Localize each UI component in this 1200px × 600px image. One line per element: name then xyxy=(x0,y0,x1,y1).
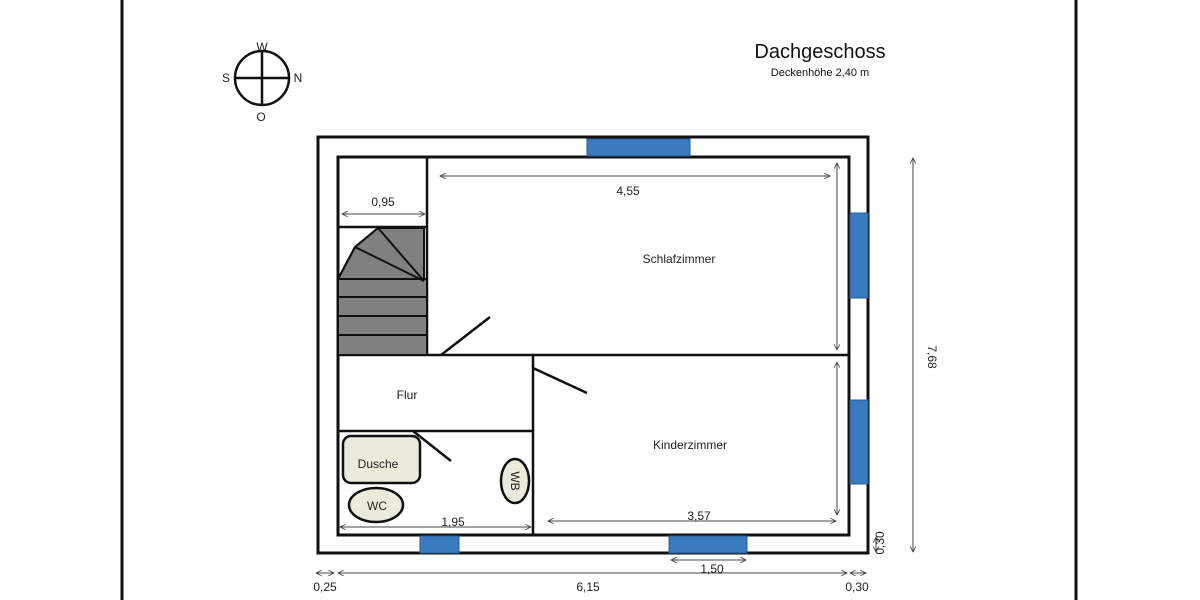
toilet xyxy=(347,486,405,524)
dimension-lines xyxy=(316,158,913,573)
ceiling-height: Deckenhöhe 2,40 m xyxy=(771,67,869,79)
window-top xyxy=(586,138,691,157)
door-bath xyxy=(412,430,452,462)
compass-east: O xyxy=(256,110,265,124)
outer-wall xyxy=(316,135,870,555)
door-kids-room xyxy=(532,366,588,395)
door-bedroom xyxy=(440,316,491,356)
dim-window-width: 1,50 xyxy=(700,562,724,576)
dim-total-depth: 7,68 xyxy=(925,345,939,369)
shower xyxy=(341,434,422,485)
compass-icon: W S N O xyxy=(222,40,302,124)
room-kids: Kinderzimmer xyxy=(653,438,727,452)
dim-total-width: 6,15 xyxy=(576,580,600,594)
window-right-2 xyxy=(849,399,869,485)
room-hall: Flur xyxy=(397,388,418,402)
dim-bath-width: 1,95 xyxy=(441,515,465,529)
dim-left-wall: 0,25 xyxy=(313,580,337,594)
shower-label: Dusche xyxy=(358,457,399,471)
dim-right-wall: 0,30 xyxy=(845,580,869,594)
toilet-label: WC xyxy=(367,499,387,513)
dim-bottom-wall: 0,30 xyxy=(873,531,887,555)
dim-kids-width: 3,57 xyxy=(687,509,711,523)
washbasin-label: WB xyxy=(508,471,522,490)
plan-title: Dachgeschoss xyxy=(754,41,885,63)
compass-south: S xyxy=(222,71,230,85)
washbasin xyxy=(499,457,531,505)
dim-stair-width: 0,95 xyxy=(371,195,395,209)
compass-west: W xyxy=(256,40,268,54)
window-bottom-kids xyxy=(668,535,748,554)
window-right-1 xyxy=(849,212,869,299)
compass-north: N xyxy=(294,71,303,85)
window-bottom-bath xyxy=(419,535,460,554)
staircase xyxy=(336,227,428,356)
room-bedroom: Schlafzimmer xyxy=(643,252,716,266)
dim-bedroom-width: 4,55 xyxy=(616,184,640,198)
